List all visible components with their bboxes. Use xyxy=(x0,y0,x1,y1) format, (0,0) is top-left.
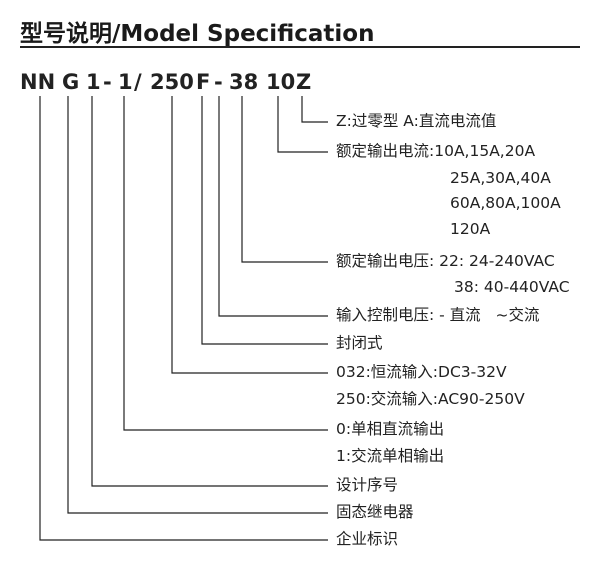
connector-nn xyxy=(39,96,328,541)
connector-10 xyxy=(277,96,328,153)
label-control-voltage: 输入控制电压: - 直流 ~交流 xyxy=(336,306,540,324)
label-voltage-1: 额定输出电压: 22: 24-240VAC xyxy=(336,252,555,270)
label-zero-cross: Z:过零型 A:直流电流值 xyxy=(336,112,497,130)
connector-1b xyxy=(123,96,328,431)
label-company: 企业标识 xyxy=(336,530,399,548)
code-g: G xyxy=(62,70,80,94)
code-nn: NN xyxy=(20,70,56,94)
label-input-1: 032:恒流输入:DC3-32V xyxy=(336,363,507,381)
code-z: Z xyxy=(296,70,312,94)
connector-38 xyxy=(241,96,328,263)
label-package: 封闭式 xyxy=(336,334,383,352)
code-38: 38 xyxy=(229,70,259,94)
code-10: 10 xyxy=(266,70,296,94)
label-voltage-2: 38: 40-440VAC xyxy=(454,278,570,296)
label-design-number: 设计序号 xyxy=(336,476,399,494)
title-divider xyxy=(20,46,580,48)
connector-1a xyxy=(91,96,328,487)
label-current-3: 60A,80A,100A xyxy=(450,194,561,212)
label-ssr: 固态继电器 xyxy=(336,503,414,521)
code-1a: 1 xyxy=(86,70,101,94)
code-250: 250 xyxy=(150,70,194,94)
connector-z xyxy=(301,96,328,123)
label-current-4: 120A xyxy=(450,220,491,238)
connector-g xyxy=(67,96,328,514)
label-output-1: 0:单相直流输出 xyxy=(336,420,445,438)
page-title: 型号说明/Model Specification xyxy=(20,21,375,47)
connector-f xyxy=(201,96,328,345)
connector-dash-2 xyxy=(218,96,328,317)
code-f: F xyxy=(196,70,211,94)
label-output-2: 1:交流单相输出 xyxy=(336,447,445,465)
code-1b: 1 xyxy=(118,70,133,94)
connector-250 xyxy=(171,96,328,374)
label-input-2: 250:交流输入:AC90-250V xyxy=(336,390,525,408)
code-slash: / xyxy=(134,70,142,94)
label-current-2: 25A,30A,40A xyxy=(450,169,551,187)
code-dash-2: - xyxy=(214,70,223,94)
label-current-1: 额定输出电流:10A,15A,20A xyxy=(336,142,536,160)
code-dash-1: - xyxy=(103,70,112,94)
